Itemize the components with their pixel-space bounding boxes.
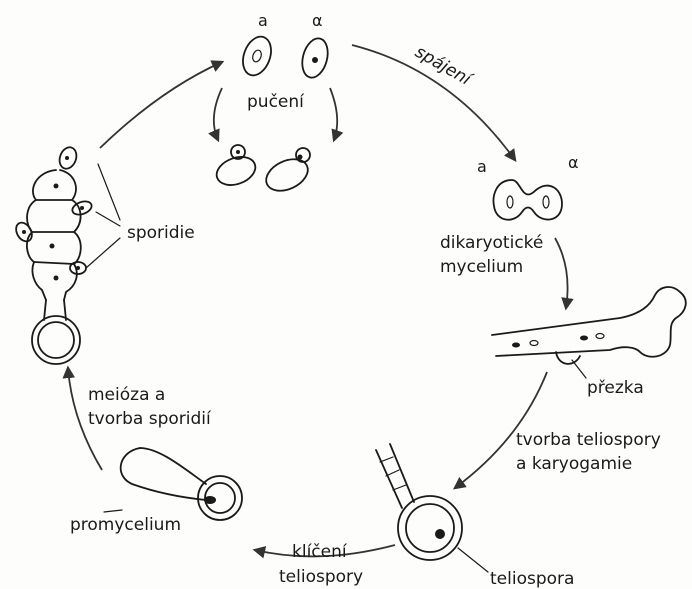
label-germination-line2: teliospory xyxy=(279,567,363,587)
label-fusion: spájení xyxy=(412,42,477,91)
mating-type-alpha: α xyxy=(312,11,323,30)
label-teliospore-formation-line2: a karyogamie xyxy=(516,454,632,474)
budding-cell-right xyxy=(261,148,313,197)
label-dikaryotic-line2: mycelium xyxy=(440,257,523,277)
hypha-with-clamp xyxy=(492,287,686,378)
label-dikaryotic-line1: dikaryotické xyxy=(440,233,543,253)
label-clamp: přezka xyxy=(587,378,644,398)
label-germination-line1: klíčení xyxy=(292,542,348,562)
label-meiosis-line2: tvorba sporidií xyxy=(88,409,212,429)
sporidia-stalk xyxy=(13,145,120,364)
dikaryon-mating-alpha: α xyxy=(568,153,579,172)
label-teliospore: teliospora xyxy=(490,569,574,589)
label-teliospore-formation-line1: tvorba teliospory xyxy=(516,430,661,450)
haploid-cell-a xyxy=(238,33,276,79)
mating-type-a: a xyxy=(258,11,268,30)
arrow-budding-right xyxy=(330,88,337,140)
haploid-cell-alpha xyxy=(298,36,332,81)
label-promycelium: promycelium xyxy=(70,515,181,535)
arrow-budding-left xyxy=(214,88,222,140)
label-budding: pučení xyxy=(247,92,305,112)
label-sporidia: sporidie xyxy=(127,223,195,243)
dikaryon-mating-a: a xyxy=(477,157,487,176)
arrow-sporidia-to-cells xyxy=(100,62,222,148)
label-meiosis-line1: meióza a xyxy=(88,385,165,405)
arrow-dikaryon-to-mycelium xyxy=(555,238,568,308)
promycelium xyxy=(104,448,242,520)
dikaryotic-cell xyxy=(494,180,562,220)
budding-cell-left xyxy=(213,145,259,190)
teliospore xyxy=(376,444,488,572)
